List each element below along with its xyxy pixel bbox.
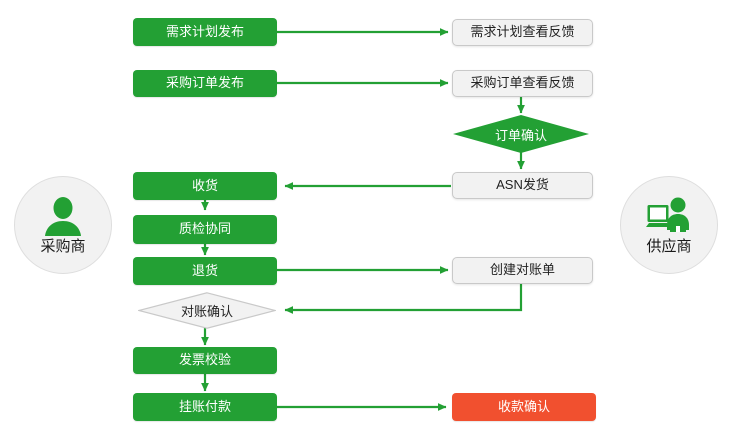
node-po-feedback[interactable]: 采购订单查看反馈 bbox=[452, 70, 593, 97]
role-label-supplier: 供应商 bbox=[646, 238, 692, 255]
node-label: 创建对账单 bbox=[489, 262, 555, 278]
node-label: 需求计划发布 bbox=[165, 23, 244, 39]
edge-create-statement-to-statement-confirm bbox=[284, 284, 523, 314]
node-payment-receipt[interactable]: 收款确认 bbox=[452, 393, 596, 421]
node-order-confirm[interactable]: 订单确认 bbox=[453, 115, 589, 153]
person-at-computer-icon bbox=[646, 196, 692, 236]
node-label: ASN发货 bbox=[496, 177, 549, 193]
node-label: 收货 bbox=[191, 177, 218, 193]
node-label: 采购订单发布 bbox=[165, 75, 244, 91]
person-icon bbox=[40, 196, 86, 236]
node-demand-plan-feedback[interactable]: 需求计划查看反馈 bbox=[452, 19, 593, 46]
node-create-statement[interactable]: 创建对账单 bbox=[452, 257, 593, 284]
role-badge-supplier: 供应商 bbox=[620, 176, 718, 274]
role-badge-buyer: 采购商 bbox=[14, 176, 112, 274]
node-return-goods[interactable]: 退货 bbox=[133, 257, 277, 285]
node-label: 采购订单查看反馈 bbox=[470, 75, 575, 91]
node-demand-plan-publish[interactable]: 需求计划发布 bbox=[133, 18, 277, 46]
node-receive-goods[interactable]: 收货 bbox=[133, 172, 277, 200]
node-label: 需求计划查看反馈 bbox=[470, 24, 575, 40]
role-label-buyer: 采购商 bbox=[40, 238, 86, 255]
node-quality-collab[interactable]: 质检协同 bbox=[133, 215, 277, 244]
node-label: 收款确认 bbox=[497, 398, 550, 414]
node-label: 质检协同 bbox=[178, 221, 231, 237]
node-invoice-verify[interactable]: 发票校验 bbox=[133, 347, 277, 374]
node-label: 退货 bbox=[191, 262, 218, 278]
node-label: 发票校验 bbox=[178, 352, 231, 368]
node-po-publish[interactable]: 采购订单发布 bbox=[133, 70, 277, 97]
node-statement-confirm[interactable]: 对账确认 bbox=[136, 292, 278, 329]
node-asn-ship[interactable]: ASN发货 bbox=[452, 172, 593, 199]
node-payable-payment[interactable]: 挂账付款 bbox=[133, 393, 277, 421]
node-label: 挂账付款 bbox=[178, 398, 231, 414]
